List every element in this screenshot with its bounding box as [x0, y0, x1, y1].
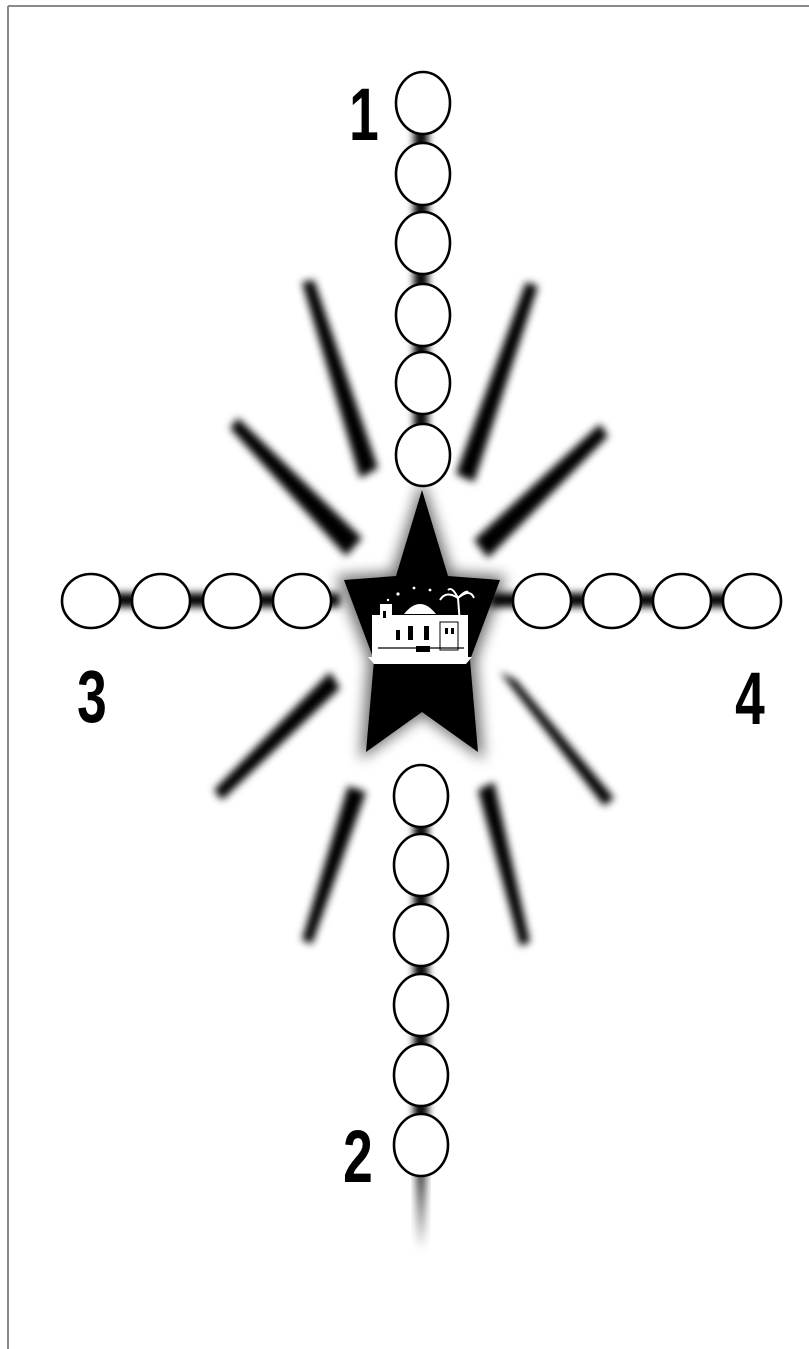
ray-lower-right — [478, 782, 530, 946]
space-top-5[interactable] — [396, 352, 450, 414]
space-bottom-5[interactable] — [394, 1044, 448, 1106]
start-label-top: 1 — [349, 73, 379, 156]
space-top-2[interactable] — [396, 143, 450, 205]
ray-right-lower — [500, 672, 614, 806]
space-top-1[interactable] — [396, 72, 450, 134]
ray-left-lower — [214, 672, 340, 800]
space-top-3[interactable] — [396, 212, 450, 274]
space-bottom-4[interactable] — [394, 974, 448, 1036]
space-right-3[interactable] — [653, 574, 711, 628]
space-top-6[interactable] — [396, 424, 450, 486]
ray-upper-left — [302, 280, 378, 478]
ray-left-upper — [230, 418, 362, 556]
space-left-2[interactable] — [132, 574, 190, 628]
center-star — [336, 478, 506, 760]
ray-upper-right — [456, 282, 538, 482]
space-right-2[interactable] — [583, 574, 641, 628]
ray-right-upper — [474, 424, 608, 558]
start-label-right: 4 — [735, 657, 765, 740]
ray-lower-left — [302, 786, 366, 944]
space-right-1[interactable] — [513, 574, 571, 628]
start-label-bottom: 2 — [343, 1115, 373, 1198]
space-left-4[interactable] — [273, 574, 331, 628]
space-bottom-6[interactable] — [394, 1114, 448, 1176]
space-bottom-3[interactable] — [394, 904, 448, 966]
space-left-3[interactable] — [203, 574, 261, 628]
start-label-left: 3 — [77, 655, 107, 738]
space-top-4[interactable] — [396, 284, 450, 346]
space-left-1[interactable] — [62, 574, 120, 628]
space-bottom-2[interactable] — [394, 834, 448, 896]
space-bottom-1[interactable] — [394, 765, 448, 827]
space-right-4[interactable] — [723, 574, 781, 628]
